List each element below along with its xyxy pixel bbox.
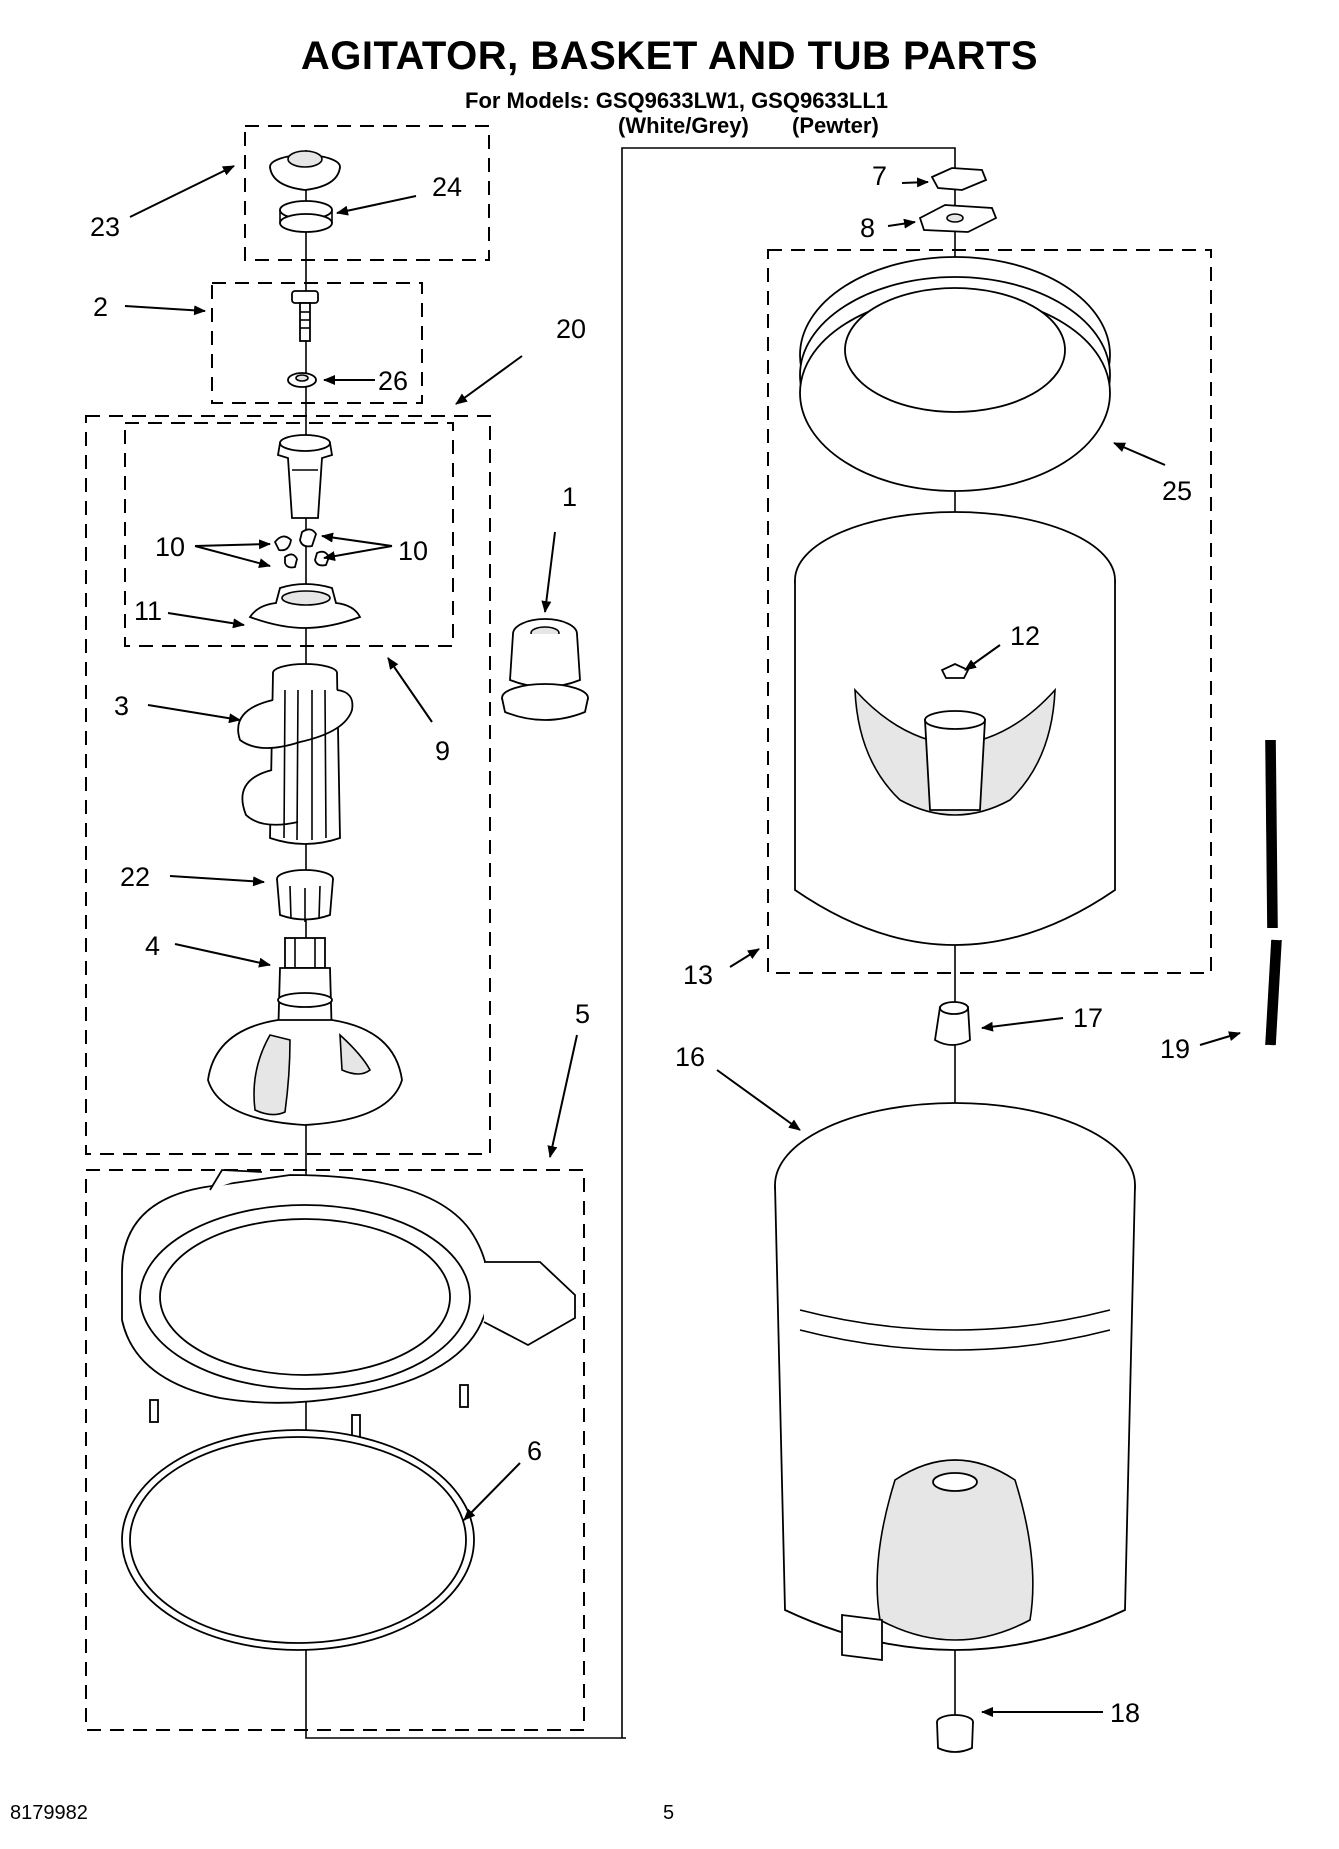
leader-10b-1 [321, 532, 393, 547]
leader-10b-2 [323, 545, 393, 562]
part-bolt-washer [287, 372, 317, 388]
callout-8: 8 [860, 213, 875, 243]
part-cap-seal [279, 200, 333, 233]
leader-24 [336, 195, 417, 216]
callout-12: 12 [1010, 621, 1040, 651]
leader-3 [147, 704, 241, 724]
callout-13: 13 [683, 960, 713, 990]
part-adapter-22 [276, 869, 334, 922]
group-box-cap [244, 125, 490, 261]
callout-7: 7 [872, 161, 887, 191]
group-box-cam-kit-9 [124, 422, 454, 647]
leader-4 [174, 943, 271, 968]
callout-19: 19 [1160, 1034, 1190, 1064]
callout-18: 18 [1110, 1698, 1140, 1728]
callout-24: 24 [432, 172, 462, 202]
callout-11: 11 [134, 596, 162, 626]
group-box-basket-13 [767, 249, 1212, 974]
callout-6: 6 [527, 1436, 542, 1466]
connector-line-bottom [305, 1700, 626, 1739]
leader-6 [463, 1462, 521, 1521]
part-wash-basket [794, 511, 1116, 946]
part-tube-19 [1265, 739, 1282, 1046]
callout-17: 17 [1073, 1003, 1103, 1033]
part-agitator-bolt [291, 290, 319, 342]
part-agitator-cap [269, 150, 341, 191]
part-drive-bell [501, 618, 589, 721]
leader-5 [547, 1034, 578, 1158]
callout-20: 20 [556, 314, 586, 344]
callout-16: 16 [675, 1042, 705, 1072]
leader-22 [169, 875, 265, 887]
callout-10-left: 10 [155, 532, 185, 562]
leader-11 [167, 612, 245, 629]
leader-8 [887, 218, 916, 229]
leader-1 [541, 531, 556, 613]
leader-17 [981, 1017, 1064, 1032]
leader-16 [716, 1069, 801, 1131]
callout-10-right: 10 [398, 536, 428, 566]
page-title: AGITATOR, BASKET AND TUB PARTS [300, 34, 1039, 78]
part-tub-seal-ring [121, 1429, 475, 1651]
part-cam-ring-11 [248, 583, 362, 629]
leader-25 [1113, 442, 1166, 466]
leader-2 [124, 305, 206, 316]
leader-10a-2 [194, 545, 271, 568]
part-auger [237, 663, 354, 845]
leader-9 [387, 657, 433, 723]
part-drain-fitting-18 [936, 1714, 974, 1753]
part-outer-tub [774, 1102, 1136, 1662]
leader-13 [729, 948, 760, 968]
models-line: For Models: GSQ9633LW1, GSQ9633LL1 [465, 88, 889, 113]
leader-19 [1199, 1031, 1241, 1046]
callout-4: 4 [145, 931, 160, 961]
leader-20 [455, 355, 523, 405]
page-number: 5 [663, 1802, 675, 1824]
callout-22: 22 [120, 862, 150, 892]
connector-line-right [621, 147, 956, 1738]
leader-23 [129, 165, 235, 218]
part-bearing-17 [934, 1001, 971, 1046]
document-number: 8179982 [10, 1802, 88, 1824]
part-hub-plate-8 [918, 204, 998, 233]
part-hub-nut-7 [930, 167, 988, 191]
callout-1: 1 [562, 482, 577, 512]
group-box-agitator-20 [85, 415, 491, 1155]
part-dogs-10 [273, 528, 330, 569]
callout-23: 23 [90, 212, 120, 242]
part-agitator-cam [276, 434, 334, 519]
callout-26: 26 [378, 366, 408, 396]
callout-5: 5 [575, 999, 590, 1029]
model-variant-pewter: (Pewter) [792, 113, 879, 138]
leader-10a-1 [194, 539, 271, 550]
callout-9: 9 [435, 736, 450, 766]
part-agitator-base [207, 937, 403, 1126]
group-box-bolt [211, 282, 423, 404]
model-variant-white-grey: (White/Grey) [618, 113, 749, 138]
callout-3: 3 [114, 691, 129, 721]
part-balance-ring [799, 256, 1111, 492]
callout-2: 2 [93, 292, 108, 322]
part-tub-ring [121, 1169, 576, 1438]
leader-7 [901, 177, 929, 188]
leader-12 [964, 644, 1001, 671]
callout-25: 25 [1162, 476, 1192, 506]
